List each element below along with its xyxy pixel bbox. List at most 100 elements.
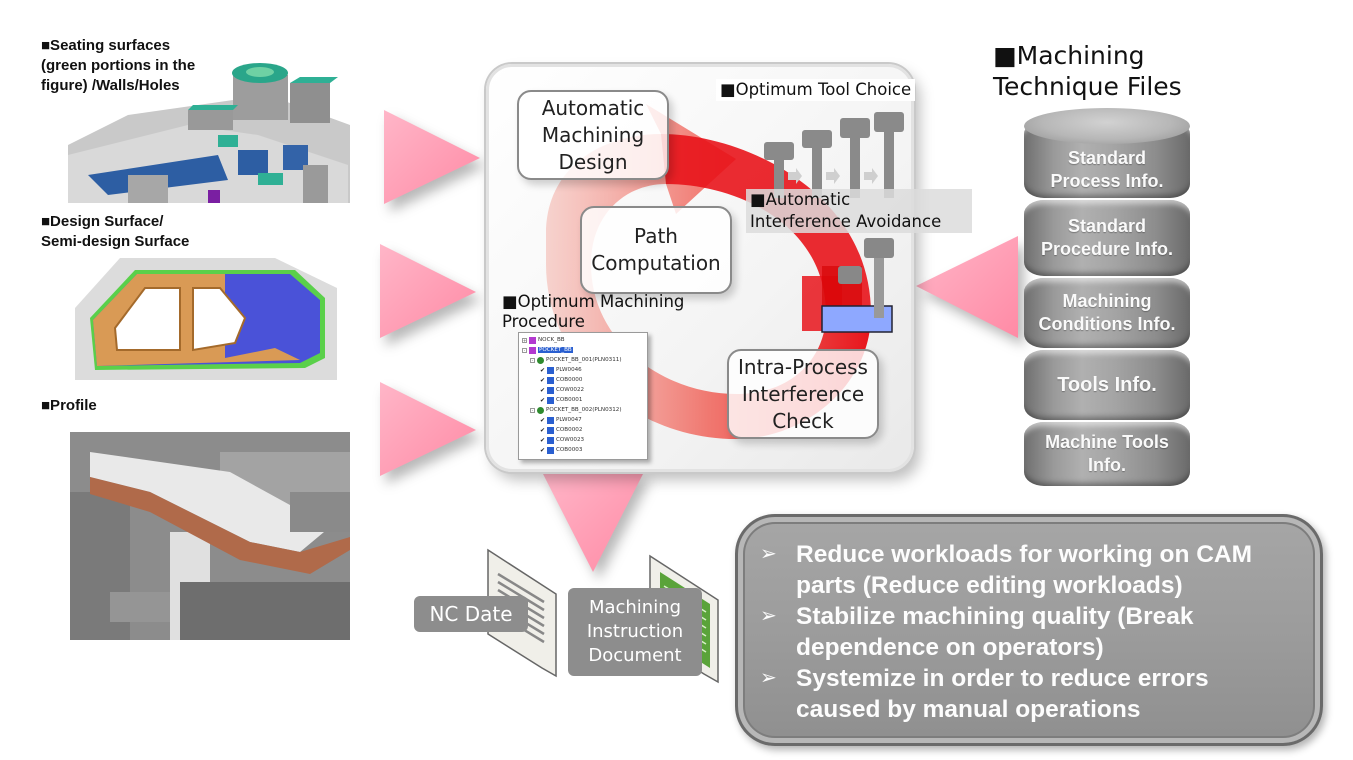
layer-line: Standard [1067, 216, 1146, 236]
stage-line: Computation [591, 251, 721, 275]
interference-avoidance-icon [802, 238, 894, 333]
expand-toggle[interactable]: + [522, 337, 527, 343]
label-line: Machining [588, 597, 682, 618]
arrow-bullet-icon: ➢ [760, 543, 777, 565]
caption-line: ■Automatic [750, 190, 851, 209]
benefit-line: Stabilize machining quality (Break [796, 603, 1194, 630]
operation-icon [547, 376, 554, 384]
arrow-bullet-icon: ➢ [760, 667, 777, 689]
checkbox[interactable]: ✔ [540, 366, 546, 374]
folder-icon [529, 336, 536, 344]
tree-row[interactable]: ✔ PLW0046 [522, 365, 644, 375]
checkbox[interactable]: ✔ [540, 386, 546, 394]
tree-label: COB0003 [556, 447, 583, 453]
tree-row[interactable]: ✔ COW0023 [522, 435, 644, 445]
tree-row[interactable]: ✔ COB0002 [522, 425, 644, 435]
stage-line: Check [772, 408, 834, 433]
folder-icon [529, 346, 536, 354]
input-label-seating: ■Seating surfaces (green portions in the… [41, 36, 195, 96]
tree-label: COB0001 [556, 397, 583, 403]
tree-row[interactable]: - POCKET_BB [522, 345, 644, 355]
tree-row[interactable]: ✔PLW0047 [522, 415, 644, 425]
stage-automatic-machining-design: Automatic Machining Design [517, 90, 669, 180]
benefit-line: Reduce workloads for working on CAM [796, 541, 1253, 568]
label-line: ■Seating surfaces [41, 37, 171, 54]
label-line: Instruction [586, 621, 684, 642]
tree-label: COB0002 [556, 427, 583, 433]
seating-surfaces-image [68, 55, 350, 203]
database-arrow [916, 236, 1018, 338]
operation-icon [547, 366, 554, 374]
nc-data-label: NC Date [414, 596, 528, 632]
layer-line: Tools Info. [1057, 373, 1157, 396]
input-arrow-1 [384, 110, 480, 204]
tree-label: POCKET_BB_002(PLN0312) [546, 407, 622, 413]
checkbox[interactable]: ✔ [540, 426, 546, 434]
operation-icon [547, 436, 554, 444]
operation-icon [547, 426, 554, 434]
checkbox[interactable]: ✔ [540, 396, 546, 404]
layer-line: Standard [1067, 148, 1146, 168]
tree-label: COB0000 [556, 377, 583, 383]
checkbox[interactable]: ✔ [540, 376, 546, 384]
layer-line: Info. [1088, 455, 1126, 475]
instruction-document-label: Machining Instruction Document [568, 588, 702, 676]
input-arrow-2 [380, 244, 476, 338]
expand-toggle[interactable]: - [530, 357, 535, 363]
profile-image [70, 432, 350, 640]
stage-line: Path [634, 224, 678, 248]
tree-label: POCKET_BB [538, 347, 573, 353]
operation-icon [547, 386, 554, 394]
stage-line: Machining [541, 122, 645, 147]
db-layer-tools: Tools Info. [1024, 350, 1190, 420]
tree-row[interactable]: ✔ COB0001 [522, 395, 644, 405]
tree-row[interactable]: - POCKET_BB_002(PLN0312) [522, 405, 644, 415]
benefit-line: parts (Reduce editing workloads) [796, 572, 1183, 599]
procedure-tree[interactable]: +NOCK_BB -POCKET_BB -POCKET_BB_001(PLN03… [518, 332, 648, 460]
checkbox[interactable]: ✔ [540, 446, 546, 454]
tree-label: PLW0046 [556, 367, 582, 373]
layer-line: Machining [1062, 291, 1152, 311]
layer-line: Process Info. [1050, 171, 1164, 191]
input-label-profile: ■Profile [41, 396, 97, 416]
benefit-line: Systemize in order to reduce errors [796, 665, 1209, 692]
process-icon [537, 406, 544, 414]
db-top-cap [1024, 108, 1190, 144]
label-line: (green portions in the [41, 57, 196, 74]
tree-row[interactable]: +NOCK_BB [522, 335, 644, 345]
label-line: figure) /Walls/Holes [41, 77, 180, 94]
expand-toggle[interactable]: - [530, 407, 535, 413]
layer-line: Procedure Info. [1040, 239, 1174, 259]
operation-icon [547, 446, 554, 454]
stage-line: Design [558, 149, 628, 174]
checkbox[interactable]: ✔ [540, 436, 546, 444]
stage-line: Interference [741, 381, 865, 406]
output-arrow [542, 472, 644, 572]
tree-label: POCKET_BB_001(PLN0311) [546, 357, 622, 363]
title-line: Technique Files [993, 72, 1182, 101]
tool-choice-icon [764, 112, 904, 198]
tree-row[interactable]: ✔ COB0003 [522, 445, 644, 455]
layer-line: Conditions Info. [1038, 314, 1176, 334]
label-line: ■Profile [41, 397, 97, 414]
caption-interference-avoidance: ■Automatic Interference Avoidance [746, 189, 972, 233]
benefit-line: caused by manual operations [796, 696, 1141, 723]
tree-label: COW0023 [556, 437, 585, 443]
tree-row[interactable]: ✔ COB0000 [522, 375, 644, 385]
checkbox[interactable]: ✔ [540, 416, 546, 424]
tree-row[interactable]: ✔COW0022 [522, 385, 644, 395]
label-line: Document [588, 645, 682, 666]
layer-line: Machine Tools [1045, 432, 1169, 452]
benefits-box: ➢ Reduce workloads for working on CAM par… [735, 514, 1323, 746]
tree-row[interactable]: - POCKET_BB_001(PLN0311) [522, 355, 644, 365]
benefit-item: ➢ Systemize in order to reduce errors cau… [760, 663, 1316, 725]
stage-line: Automatic [541, 95, 645, 120]
caption-line: Interference Avoidance [750, 212, 942, 231]
expand-toggle[interactable]: - [522, 347, 527, 353]
operation-icon [547, 416, 554, 424]
caption-tool-choice: ■Optimum Tool Choice [716, 79, 916, 101]
